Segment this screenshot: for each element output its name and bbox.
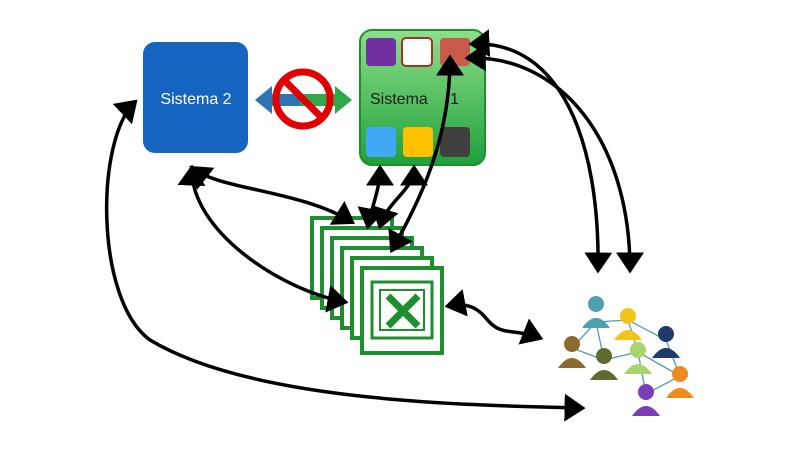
- excel-icon: [370, 280, 434, 340]
- person-teal: [582, 296, 610, 328]
- arrow-system2-spreadsheet-top: [189, 165, 355, 225]
- person-olive: [590, 348, 618, 380]
- person-yellow: [614, 308, 642, 340]
- person-orange: [666, 366, 694, 398]
- arrow-system1-spreadsheet-c: [388, 54, 464, 254]
- arrow-system2-spreadsheet-bottom: [177, 164, 349, 313]
- tile-brick: [440, 38, 470, 66]
- tile-blue: [366, 127, 396, 157]
- people-network-icon: [558, 296, 694, 416]
- tile-red-outline: [401, 37, 433, 67]
- arrow-spreadsheet-people: [444, 289, 544, 345]
- system2-label: Sistema 2: [160, 91, 231, 108]
- person-purple: [632, 384, 660, 416]
- person-navy: [652, 326, 680, 358]
- system1-box: Sistema 1: [359, 29, 486, 166]
- system1-suffix: 1: [450, 91, 459, 108]
- tile-purple: [366, 38, 396, 66]
- arrow-system1-people-a: [468, 29, 613, 274]
- tile-dark: [440, 127, 470, 157]
- person-light-green: [624, 342, 652, 374]
- system1-label: Sistema: [370, 91, 428, 108]
- arrow-system1-people-b: [464, 43, 644, 274]
- system2-box: Sistema 2: [143, 42, 248, 153]
- blocked-link: [255, 68, 352, 130]
- spreadsheet-stack: [310, 216, 444, 355]
- arrow-system2-people: [104, 99, 586, 422]
- tile-yellow: [403, 127, 433, 157]
